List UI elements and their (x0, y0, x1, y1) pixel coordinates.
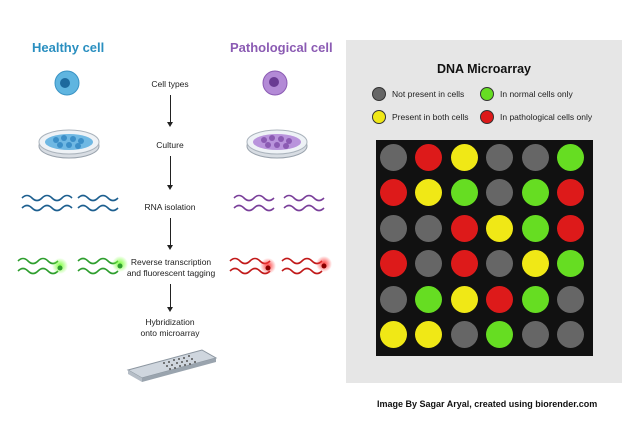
microarray-spot (379, 285, 407, 313)
legend-dot-green (480, 87, 494, 101)
microarray-spot (450, 285, 478, 313)
microarray-spot (450, 179, 478, 206)
microarray-spot (557, 250, 584, 277)
microarray-spot (450, 214, 478, 242)
legend-pathological-only: In pathological cells only (480, 110, 592, 124)
microarray-spot (521, 285, 549, 313)
microarray-spot (557, 285, 584, 313)
microarray-spot (521, 250, 549, 277)
microarray-spot (486, 179, 513, 206)
step-hybridization: Hybridization onto microarray (140, 317, 200, 338)
legend-dot-red (480, 110, 494, 124)
microarray-spot (486, 214, 513, 242)
legend-label: Not present in cells (392, 89, 465, 99)
microarray-spot (450, 250, 478, 277)
legend-label: Present in both cells (392, 112, 469, 122)
microarray-spot (379, 179, 407, 206)
step-reverse-transcription: Reverse transcription and fluorescent ta… (126, 257, 216, 278)
pathological-tagged-cdna-icon (229, 256, 332, 275)
legend-normal-only: In normal cells only (480, 87, 573, 101)
microarray-spot (415, 214, 442, 242)
healthy-rna-strands-icon (21, 194, 119, 212)
microarray-spot (415, 285, 442, 313)
microarray-slide-icon (126, 349, 218, 382)
pathological-rna-strands-icon (233, 194, 325, 212)
image-credit: Image By Sagar Aryal, created using bior… (377, 399, 598, 409)
microarray-spot (450, 143, 478, 171)
legend-label: In normal cells only (500, 89, 573, 99)
healthy-culture-dish-icon (38, 129, 100, 159)
pathological-cell-icon (262, 70, 288, 96)
healthy-cell-title: Healthy cell (32, 40, 105, 55)
legend-dot-gray (372, 87, 386, 101)
step-cell-types: Cell types (151, 79, 189, 89)
healthy-cell-icon (54, 70, 80, 96)
microarray-spot (486, 250, 513, 277)
step-rna-isolation: RNA isolation (144, 202, 196, 212)
microarray-spot (486, 321, 513, 348)
microarray-spot (557, 143, 584, 171)
microarray-spot (486, 143, 513, 171)
arrow-3 (167, 218, 173, 250)
microarray-spot (415, 321, 442, 348)
microarray-spot (521, 179, 549, 206)
legend-label: In pathological cells only (500, 112, 593, 122)
microarray-grid (376, 140, 593, 356)
healthy-tagged-cdna-icon (17, 256, 128, 275)
arrow-1 (167, 95, 173, 127)
legend-not-present: Not present in cells (372, 87, 464, 101)
microarray-spot (521, 143, 549, 171)
microarray-spot (486, 285, 513, 313)
microarray-spot (557, 179, 584, 206)
microarray-spot (379, 214, 407, 242)
microarray-spot (557, 214, 584, 242)
microarray-spot (379, 143, 407, 171)
pathological-cell-title: Pathological cell (230, 40, 333, 55)
step-culture: Culture (156, 140, 184, 150)
legend-dot-yellow (372, 110, 386, 124)
microarray-spot (415, 250, 442, 277)
microarray-title: DNA Microarray (436, 62, 531, 76)
microarray-panel: DNA Microarray Not present in cells In n… (346, 40, 622, 383)
microarray-spot (379, 321, 407, 348)
microarray-spot (557, 321, 584, 348)
microarray-spot (379, 250, 407, 277)
pathological-culture-dish-icon (246, 129, 308, 159)
arrow-4 (167, 284, 173, 312)
legend-both: Present in both cells (372, 110, 469, 124)
microarray-spot (415, 179, 442, 206)
microarray-spot (521, 214, 549, 242)
microarray-spot (450, 321, 478, 348)
microarray-spot (521, 321, 549, 348)
arrow-2 (167, 156, 173, 190)
microarray-spot (415, 143, 442, 171)
